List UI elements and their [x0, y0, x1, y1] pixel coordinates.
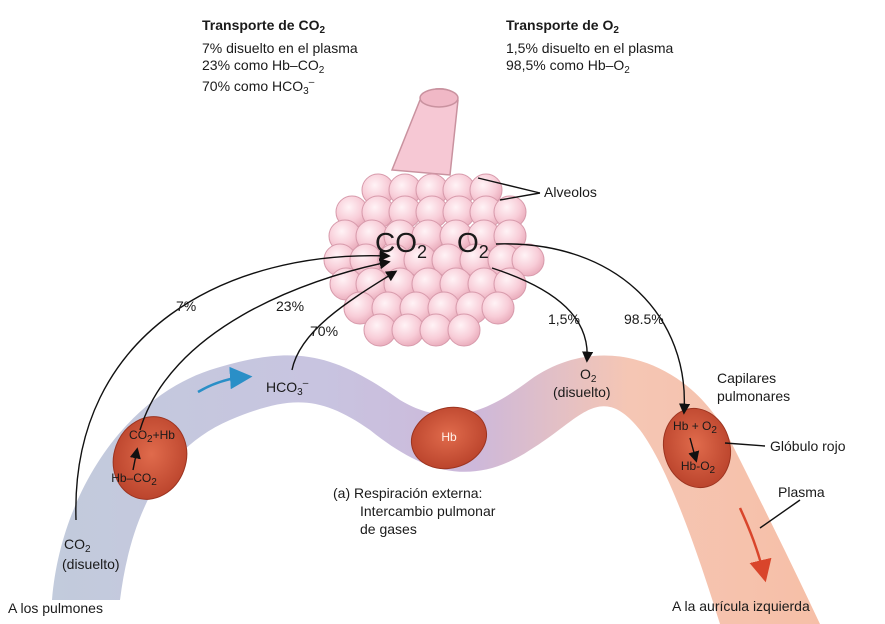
- pct-1-5-label: 1,5%: [548, 311, 580, 327]
- co2-title-sub: 2: [319, 25, 326, 36]
- co2-transport-title: Transporte de CO2: [202, 17, 325, 39]
- arrow-rbc-left: [129, 447, 141, 471]
- rbc-left: [112, 416, 188, 500]
- rbc-right-top-sub: 2: [711, 425, 717, 436]
- hco3-sub: 3: [297, 387, 303, 398]
- hco3-text: HCO: [266, 379, 298, 395]
- rbc-right-bottom-text: Hb-O: [680, 459, 710, 473]
- plasma-label: Plasma: [778, 484, 825, 500]
- caption-line-2: Intercambio pulmonar: [360, 503, 496, 519]
- co2-dissolved-label: (disuelto): [62, 556, 120, 572]
- hco3-sup: –: [302, 378, 309, 389]
- rbc-left-bottom-label: Hb–CO2: [94, 471, 174, 488]
- co2-big-label: CO2: [375, 228, 427, 267]
- rbc-left-top-sub: 2: [147, 434, 153, 445]
- co2-line-1: 7% disuelto en el plasma: [202, 40, 358, 56]
- flow-arrow-red: [738, 507, 772, 583]
- leader-plasma: [759, 499, 801, 529]
- leader-alveolos-2: [499, 192, 541, 201]
- rbc-left-top-tail: +Hb: [152, 428, 175, 442]
- pct-70-label: 70%: [310, 323, 339, 339]
- rbc-right-bottom-label: Hb-O2: [662, 459, 734, 476]
- o2-title-sub: 2: [613, 25, 619, 36]
- a-la-auricula-label: A la aurícula izquierda: [672, 598, 810, 614]
- arrow-1-5pct: [491, 267, 594, 363]
- co2-big-text: CO: [375, 227, 417, 258]
- co2-dissolved-sub: 2: [85, 544, 91, 555]
- co2-line-2-sub: 2: [318, 65, 325, 76]
- rbc-right-bottom-sub: 2: [709, 465, 716, 476]
- globulo-rojo-label: Glóbulo rojo: [770, 438, 846, 454]
- arrow-7pct: [75, 250, 391, 521]
- o2-big-text: O: [457, 227, 479, 258]
- a-los-pulmones-label: A los pulmones: [8, 600, 103, 616]
- o2-dissolved-text: O: [580, 366, 591, 382]
- co2-line-3-sup: –: [308, 77, 315, 88]
- alveolus-bubble: [363, 313, 397, 347]
- rbc-center-label: Hb: [441, 430, 457, 444]
- rbc-right-top-label: Hb + O2: [657, 419, 733, 436]
- pct-98-5-label: 98.5%: [624, 311, 664, 327]
- co2-dissolved-text: CO: [64, 536, 85, 552]
- alveolus-bubble: [419, 313, 453, 347]
- o2-dissolved-sub: 2: [590, 374, 597, 385]
- arrow-rbc-right: [688, 437, 700, 463]
- alveoli-cluster: [323, 88, 545, 347]
- alveolus-bubble: [511, 243, 545, 277]
- alveolus-bubble: [447, 313, 481, 347]
- arrow-98-5pct: [495, 243, 691, 415]
- o2-title-text: Transporte de O: [506, 17, 614, 33]
- capilares-label-2: pulmonares: [717, 388, 791, 404]
- o2-big-sub: 2: [478, 242, 489, 262]
- arrow-70pct: [291, 270, 398, 371]
- rbc-left-top-label: CO2+Hb: [112, 428, 192, 445]
- rbc-left-bottom-text: Hb–CO: [111, 471, 152, 485]
- flow-arrow-blue: [197, 366, 253, 394]
- alveolus-bubble: [481, 291, 515, 325]
- caption-line-3: de gases: [360, 521, 417, 537]
- rbc-center: [410, 406, 488, 470]
- o2-dissolved-symbol: O2: [580, 366, 596, 388]
- co2-dissolved-symbol: CO2: [64, 536, 91, 558]
- co2-line-3-sub: 3: [303, 86, 309, 97]
- pct-23-label: 23%: [276, 298, 305, 314]
- co2-title-text: Transporte de CO: [202, 17, 320, 33]
- leader-alveolos-1: [477, 177, 541, 194]
- hco3-label: HCO3–: [266, 375, 308, 401]
- o2-line-2-sub: 2: [624, 65, 630, 76]
- rbc-left-top-text: CO: [129, 428, 148, 442]
- o2-line-1: 1,5% disuelto en el plasma: [506, 40, 674, 56]
- capillary-vessel: [52, 355, 820, 624]
- rbc-right-top-text: Hb + O: [673, 419, 712, 433]
- co2-line-3-text: 70% como HCO: [202, 78, 304, 94]
- alveolos-label: Alveolos: [544, 184, 597, 200]
- capilares-label-1: Capilares: [717, 370, 777, 386]
- rbc-left-bottom-sub: 2: [151, 477, 157, 488]
- co2-big-sub: 2: [417, 242, 428, 262]
- caption-line-1: (a) Respiración externa:: [333, 485, 483, 501]
- o2-line-2: 98,5% como Hb–O2: [506, 57, 630, 79]
- leader-globulo: [724, 442, 766, 447]
- o2-dissolved-label: (disuelto): [553, 384, 611, 400]
- o2-line-2-text: 98,5% como Hb–O: [506, 57, 625, 73]
- alveolus-bubble: [391, 313, 425, 347]
- o2-big-label: O2: [457, 228, 489, 267]
- pct-7-label: 7%: [176, 298, 197, 314]
- co2-line-2-text: 23% como Hb–CO: [202, 57, 319, 73]
- o2-transport-title: Transporte de O2: [506, 17, 619, 39]
- co2-line-2: 23% como Hb–CO2: [202, 57, 324, 79]
- co2-line-3: 70% como HCO3–: [202, 74, 314, 100]
- arrow-23pct: [139, 258, 391, 431]
